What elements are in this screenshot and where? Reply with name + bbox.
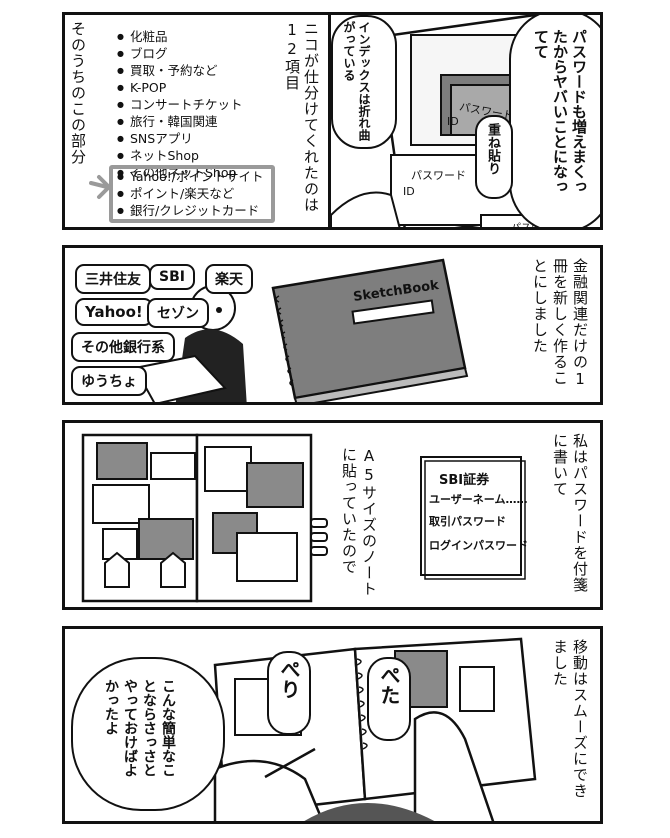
tag-saison: セゾン bbox=[147, 298, 209, 328]
tag-other-banks: その他銀行系 bbox=[71, 332, 175, 362]
sfx-peri: ぺり bbox=[277, 659, 301, 699]
bubble-regret-text: こんな簡単なことならさっさとやっておけばよかったよ bbox=[103, 679, 176, 777]
panel-2-caption: 金融関連だけの1冊を新しく作ることにしました bbox=[531, 258, 589, 389]
tag-yahoo: Yahoo! bbox=[75, 298, 153, 326]
notebook-illustration bbox=[81, 433, 526, 603]
panel-4: 移動はスムーズにできました こんな簡単なことならさっさとやっておけばよかったよ … bbox=[62, 626, 603, 824]
sfx-peta: ぺた bbox=[377, 665, 401, 705]
panel-3: 私はパスワードを付箋に書いて A5サイズのノートに貼っていたので SBI証券 ユ… bbox=[62, 420, 603, 610]
bubble-index-text: インデックスは折れ曲がっている bbox=[342, 21, 371, 141]
panel-1: ニコが仕分けてくれたのは12項目 そのうちのこの部分 化粧品 ブログ 買取・予約… bbox=[62, 12, 331, 230]
note-title: SBI証券 bbox=[439, 473, 490, 488]
id-label-2: ID bbox=[403, 185, 415, 198]
list-item: SNSアプリ bbox=[117, 131, 243, 148]
bubble-index bbox=[331, 15, 397, 149]
sfx-peta-bubble bbox=[367, 657, 411, 741]
sketchbook-illustration bbox=[133, 258, 469, 402]
list-item: K-POP bbox=[117, 80, 243, 97]
paper-label-2: パスワード bbox=[411, 169, 466, 182]
intro-caption: ニコが仕分けてくれたのは12項目 bbox=[283, 21, 320, 213]
side-caption: そのうちのこの部分 bbox=[69, 21, 87, 165]
list-item: ポイント/楽天など bbox=[117, 186, 264, 203]
bubble-overlap bbox=[475, 115, 513, 199]
sfx-peri-bubble bbox=[267, 651, 311, 735]
panel-3-caption-2: A5サイズのノートに貼っていたので bbox=[340, 447, 378, 597]
note-line: 取引パスワード bbox=[429, 515, 506, 528]
note-line: ユーザーネーム…… bbox=[429, 493, 528, 506]
tag-rakuten: 楽天 bbox=[205, 264, 253, 294]
note-line: ログインパスワード bbox=[429, 539, 528, 552]
category-list: 化粧品 ブログ 買取・予約など K-POP コンサートチケット 旅行・韓国関連 … bbox=[117, 29, 243, 182]
list-item: Yahoo!/ポイントサイト bbox=[117, 169, 264, 186]
bubble-overlap-text: 重ね貼り bbox=[485, 123, 500, 175]
panel-2: 金融関連だけの1冊を新しく作ることにしました SketchBook 三井住友 S… bbox=[62, 245, 603, 405]
list-item: ブログ bbox=[117, 46, 243, 63]
panel-1-right: パスワード ID パスワード ID パスワード パスワードも増えまくったからヤバ… bbox=[331, 12, 603, 230]
tag-sbi: SBI bbox=[149, 264, 195, 290]
list-item: コンサートチケット bbox=[117, 97, 243, 114]
list-item: ネットShop bbox=[117, 148, 243, 165]
highlighted-list: Yahoo!/ポイントサイト ポイント/楽天など 銀行/クレジットカード bbox=[117, 169, 264, 220]
list-item: 買取・予約など bbox=[117, 63, 243, 80]
id-label-1: ID bbox=[447, 115, 459, 128]
highlight-box bbox=[109, 165, 275, 223]
list-item: 銀行/クレジットカード bbox=[117, 203, 264, 220]
arrow-icon bbox=[89, 175, 112, 199]
list-item: 化粧品 bbox=[117, 29, 243, 46]
panel-4-caption: 移動はスムーズにできました bbox=[551, 639, 589, 799]
list-item: 旅行・韓国関連 bbox=[117, 114, 243, 131]
bubble-passwords bbox=[509, 15, 600, 227]
bubble-regret bbox=[71, 657, 225, 811]
tag-yucho: ゆうちょ bbox=[71, 366, 147, 396]
bubble-passwords-text: パスワードも増えまくったからヤバいことになってて bbox=[532, 29, 588, 194]
panel-3-caption-1: 私はパスワードを付箋に書いて bbox=[551, 433, 589, 593]
tag-mitsui-sumitomo: 三井住友 bbox=[75, 264, 151, 294]
